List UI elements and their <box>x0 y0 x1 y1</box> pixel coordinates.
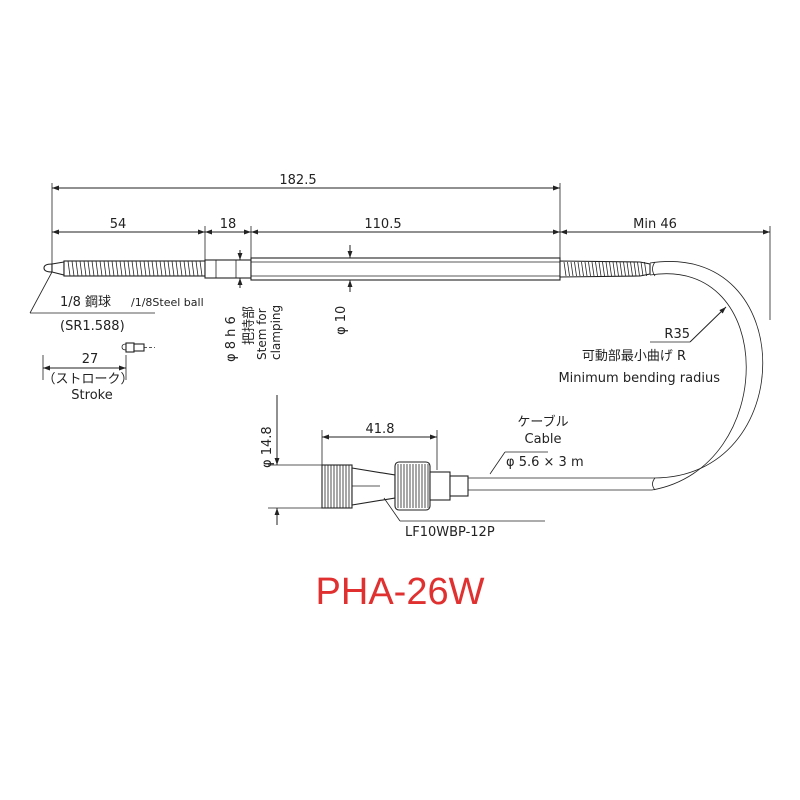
stem-en-1: Stem for <box>255 308 269 360</box>
steel-ball-en: /1/8Steel ball <box>131 296 204 309</box>
tip-section-label: 54 <box>110 217 127 232</box>
spindle-threads <box>67 260 203 277</box>
steel-ball-tip <box>43 263 53 273</box>
probe-body <box>43 257 651 281</box>
cable-jp: ケーブル <box>517 414 568 430</box>
cable-en: Cable <box>525 432 562 447</box>
stem-jp: 把持部 <box>242 306 257 345</box>
stem-labels: φ 8 h 6 把持部 Stem for clamping <box>224 250 283 362</box>
guard-coils <box>563 261 647 277</box>
stem-diameter: φ 8 h 6 <box>224 316 239 362</box>
dimension-sections: 54 18 110.5 Min 46 <box>52 217 770 235</box>
connector-model-callout: LF10WBP-12P <box>383 497 545 540</box>
connector-model: LF10WBP-12P <box>405 525 495 540</box>
connector-dimensions: 41.8 φ 14.8 <box>260 395 437 525</box>
bend-en: Minimum bending radius <box>558 371 720 386</box>
body-diameter-dim: φ 10 <box>334 245 353 335</box>
body-diameter-label: φ 10 <box>334 306 349 335</box>
total-length-label: 182.5 <box>279 173 316 188</box>
connector <box>321 461 469 511</box>
body-section-label: 110.5 <box>364 217 401 232</box>
connector-length-label: 41.8 <box>366 422 395 437</box>
stroke-tip-icon <box>121 342 155 353</box>
stem-section-label: 18 <box>220 217 237 232</box>
connector-diameter-label: φ 14.8 <box>260 426 275 468</box>
connector-knurl <box>324 465 350 508</box>
dimension-total: 182.5 <box>52 173 560 191</box>
stroke-dimension: 27 （ストローク） Stroke <box>42 342 155 403</box>
clamping-stem <box>204 259 252 279</box>
stroke-en: Stroke <box>71 388 112 403</box>
steel-ball-jp: 1/8 鋼球 <box>60 295 111 310</box>
main-body <box>250 257 561 281</box>
bend-radius-callout: R35 可動部最小曲げ R Minimum bending radius <box>558 306 727 386</box>
cable-min-label: Min 46 <box>633 217 677 232</box>
cable-callout: ケーブル Cable φ 5.6 × 3 m <box>489 414 584 475</box>
stem-en-2: clamping <box>269 305 283 360</box>
radius-label: R35 <box>664 327 690 342</box>
steel-ball-callout: 1/8 鋼球 /1/8Steel ball (SR1.588) <box>29 271 204 334</box>
connector-knurl-rear <box>397 464 429 508</box>
stroke-value: 27 <box>82 352 99 367</box>
model-title: PHA-26W <box>316 571 485 613</box>
stroke-jp: （ストローク） <box>42 372 133 387</box>
bend-jp: 可動部最小曲げ R <box>582 349 686 364</box>
cable-spring-guard <box>559 260 651 278</box>
cable-spec: φ 5.6 × 3 m <box>506 455 584 470</box>
steel-ball-sr: (SR1.588) <box>60 319 125 334</box>
